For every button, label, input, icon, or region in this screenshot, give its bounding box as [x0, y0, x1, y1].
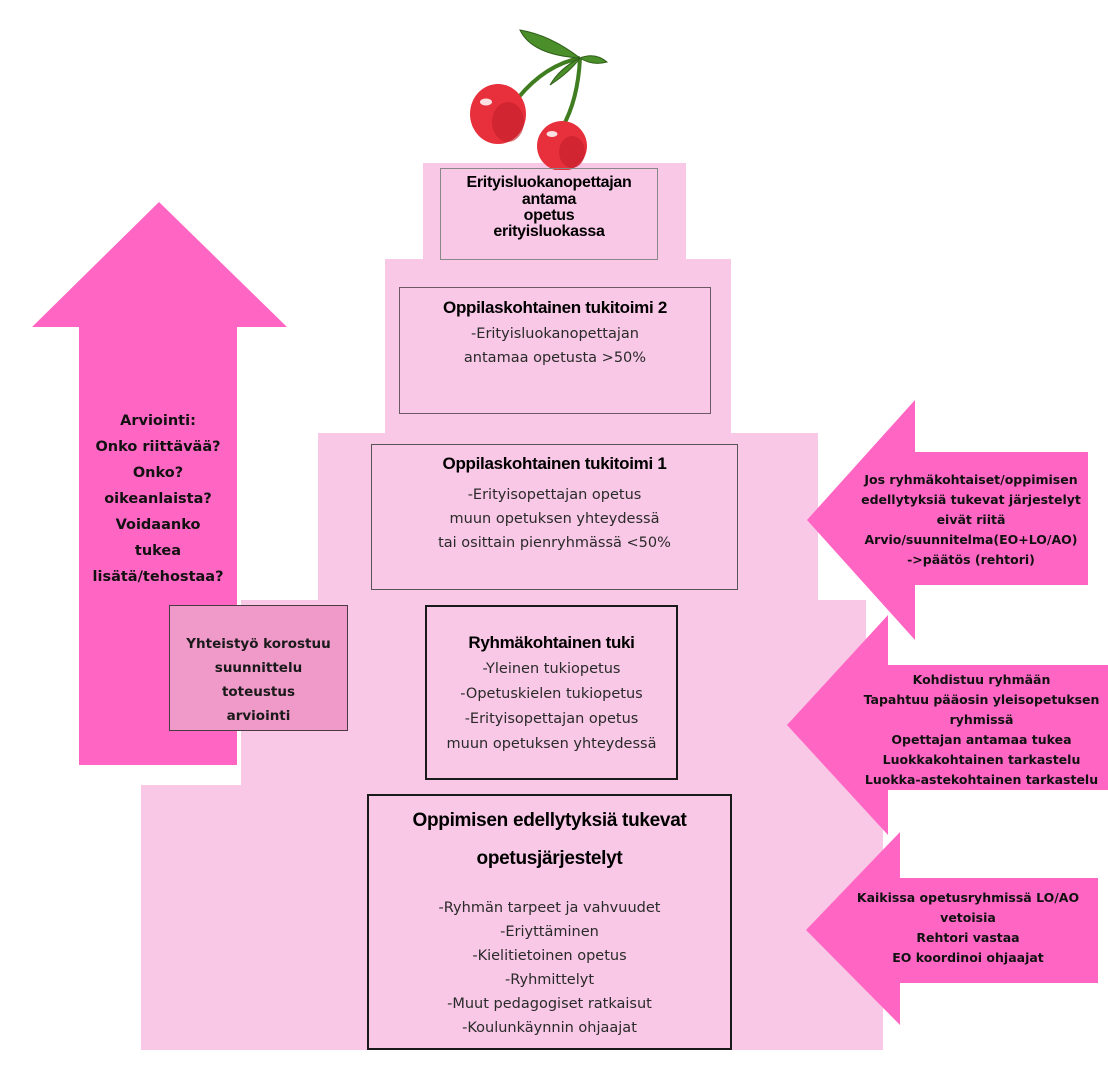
level-body-line: -Koulunkäynnin ohjaajat — [462, 1020, 637, 1036]
group-arrow: Kohdistuu ryhmään Tapahtuu pääosin yleis… — [855, 670, 1108, 790]
collaboration-line: arviointi — [226, 708, 291, 724]
arrow-line: Tapahtuu pääosin yleisopetuksen — [863, 692, 1100, 707]
decision-arrow: Jos ryhmäkohtaiset/oppimisen edellytyksi… — [846, 470, 1096, 570]
level-body-line: muun opetuksen yhteydessä — [446, 736, 657, 752]
level-body-line: tai osittain pienryhmässä <50% — [438, 535, 671, 551]
arrow-line: ryhmissä — [949, 712, 1014, 727]
level-body-line: muun opetuksen yhteydessä — [449, 511, 660, 527]
evaluation-arrow: Arviointi: Onko riittävää? Onko? oikeanl… — [79, 408, 237, 590]
level-title: erityisluokassa — [493, 223, 605, 240]
level-title: antama — [521, 191, 577, 208]
level-body-line: -Yleinen tukiopetus — [482, 661, 621, 677]
arrow-line: edellytyksiä tukevat järjestelyt — [861, 492, 1081, 507]
level-body-line: -Ryhmittelyt — [504, 972, 595, 988]
arrow-line: Luokka-astekohtainen tarkastelu — [864, 772, 1099, 787]
evaluation-line: lisätä/tehostaa? — [92, 569, 224, 585]
pyramid-layer-base — [141, 785, 883, 1050]
arrow-line: EO koordinoi ohjaajat — [892, 950, 1044, 965]
level-title: Oppimisen edellytyksiä tukevat — [412, 810, 687, 831]
collaboration-line: toteustus — [221, 684, 296, 700]
evaluation-line: tukea — [134, 543, 182, 559]
arrow-line: eivät riitä — [936, 512, 1006, 527]
arrow-line: vetoisia — [940, 910, 996, 925]
level-box-learning-arrangements: Oppimisen edellytyksiä tukevat opetusjär… — [367, 794, 732, 1050]
collaboration-line: Yhteistyö korostuu — [186, 636, 331, 652]
level-title: Ryhmäkohtainen tuki — [468, 633, 635, 652]
level-body-line: antamaa opetusta >50% — [463, 350, 647, 366]
evaluation-line: Onko riittävää? — [95, 439, 221, 455]
arrow-line: Kohdistuu ryhmään — [912, 672, 1051, 687]
level-box-special-class: Erityisluokanopettajan antama opetus eri… — [440, 168, 658, 260]
level-box-group-support: Ryhmäkohtainen tuki -Yleinen tukiopetus … — [425, 605, 678, 780]
level-title: opetus — [523, 207, 575, 224]
arrow-line: Kaikissa opetusryhmissä LO/AO — [856, 890, 1080, 905]
arrow-line: ->päätös (rehtori) — [907, 552, 1035, 567]
level-body-line: -Kielitietoinen opetus — [472, 948, 627, 964]
pyramid-layer-individual-1 — [318, 433, 818, 603]
pyramid-layer-top — [423, 163, 686, 261]
level-body-line: -Erityisluokanopettajan — [471, 326, 639, 342]
level-body-line: -Muut pedagogiset ratkaisut — [447, 996, 652, 1012]
evaluation-line: Arviointi: — [120, 413, 196, 429]
level-body-line: -Eriyttäminen — [500, 924, 599, 940]
cherry-icon — [470, 29, 609, 170]
arrow-line: Rehtori vastaa — [916, 930, 1020, 945]
level-title: Oppilaskohtainen tukitoimi 1 — [442, 454, 667, 473]
level-title: Oppilaskohtainen tukitoimi 2 — [443, 298, 667, 317]
evaluation-line: oikeanlaista? — [104, 491, 212, 507]
evaluation-line: Voidaanko — [115, 517, 201, 533]
arrow-line: Opettajan antamaa tukea — [891, 732, 1072, 747]
level-body-line: -Erityisopettajan opetus — [464, 711, 639, 727]
evaluation-line: Onko? — [132, 465, 184, 481]
arrow-line: Arvio/suunnitelma(EO+LO/AO) — [864, 532, 1078, 547]
level-body-line: -Opetuskielen tukiopetus — [460, 686, 643, 702]
pyramid-layer-individual-2 — [385, 259, 731, 435]
collaboration-line: suunnittelu — [214, 660, 303, 676]
all-groups-arrow: Kaikissa opetusryhmissä LO/AO vetoisia R… — [848, 888, 1088, 968]
collaboration-box: Yhteistyö korostuu suunnittelu toteustus… — [169, 605, 348, 731]
arrow-line: Jos ryhmäkohtaiset/oppimisen — [864, 472, 1078, 487]
level-body-line: -Erityisopettajan opetus — [467, 487, 642, 503]
level-title: opetusjärjestelyt — [476, 848, 623, 869]
arrow-line: Luokkakohtainen tarkastelu — [882, 752, 1081, 767]
level-body-line: -Ryhmän tarpeet ja vahvuudet — [438, 900, 661, 916]
level-title: Erityisluokanopettajan — [466, 174, 632, 191]
level-box-individual-support-1: Oppilaskohtainen tukitoimi 1 -Erityisope… — [371, 444, 738, 590]
level-box-individual-support-2: Oppilaskohtainen tukitoimi 2 -Erityisluo… — [399, 287, 711, 414]
